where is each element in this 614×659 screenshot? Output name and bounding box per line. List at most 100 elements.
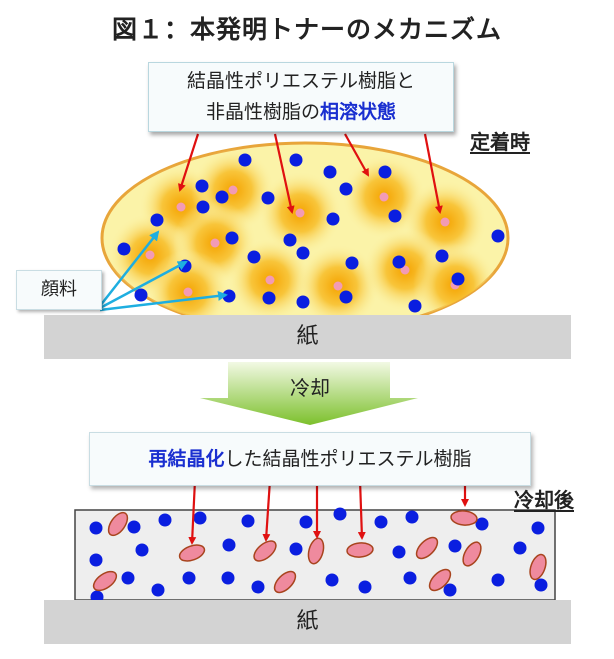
pigment-dot (388, 209, 402, 223)
pigment-dot (262, 291, 276, 305)
arrows-to-recrystallized (188, 479, 469, 545)
pigment-dot (182, 571, 196, 585)
pigment-dot (195, 179, 209, 193)
figure-title: 図１：本発明トナーのメカニズム (111, 15, 502, 44)
recrystallized-domain (273, 570, 297, 594)
dissolved-crystal-center (265, 275, 275, 285)
pigment-arrow (99, 290, 228, 312)
pigment-dot (151, 583, 165, 597)
pigment-dot (289, 153, 303, 167)
dissolved-crystal-center (228, 185, 238, 195)
recrystallized-domain (346, 542, 374, 558)
recrystallized-domain (462, 541, 482, 567)
paper-label-top: 紙 (44, 315, 571, 359)
pigment-dot (403, 571, 417, 585)
pigment-dot (435, 249, 449, 263)
pigment-dot (221, 571, 235, 585)
pigment-dot (238, 153, 252, 167)
pigment-dot (193, 511, 207, 525)
pigment-dot (443, 583, 457, 597)
callout-line-2: 非晶性樹脂の相溶状態 (149, 97, 453, 128)
callout-line-2-emphasis: 相溶状態 (320, 101, 397, 123)
recrystallized-domain (107, 511, 129, 537)
pigment-dot (448, 539, 462, 553)
recrystallized-domain (178, 544, 206, 562)
pigment-dot (333, 507, 347, 521)
pigment-dot (251, 580, 265, 594)
pigment-dot (323, 165, 337, 179)
recrystallized-domain (415, 536, 439, 560)
pigment-dot (261, 191, 275, 205)
pigment-arrow (99, 230, 160, 307)
pigment-dot (283, 233, 297, 247)
pigment-dot (339, 290, 353, 304)
pigment-dot (89, 521, 103, 535)
pigment-dot (296, 295, 310, 309)
recrystallized-domain (450, 510, 478, 526)
pigment-dot (150, 213, 164, 227)
callout-line-2-plain: 非晶性樹脂の (205, 101, 320, 123)
recrystallized-domain (253, 540, 277, 562)
pigment-dot (299, 515, 313, 529)
pigment-dot (222, 538, 236, 552)
molten-toner (100, 141, 510, 335)
pigment-dot (534, 578, 548, 592)
red-arrow (188, 479, 197, 545)
pigment-dot (247, 250, 261, 264)
recrystallized-domain (428, 568, 452, 592)
label-fixing-time: 定着時 (470, 130, 530, 154)
pigment-dot (127, 520, 141, 534)
recrystallized-domain (529, 553, 547, 581)
pigment-dot (326, 212, 340, 226)
pigment-dot (325, 573, 339, 587)
pigment-dot (392, 545, 406, 559)
arrows-to-pigment (99, 230, 228, 312)
dissolved-crystal-center (183, 287, 193, 297)
red-arrow (273, 133, 295, 214)
paper-label-bottom: 紙 (44, 600, 571, 644)
pigment-dot (339, 182, 353, 196)
pigment-dot (225, 231, 239, 245)
red-arrow (423, 133, 443, 214)
pigment-dot (289, 542, 303, 556)
pigment-dot (158, 513, 172, 527)
pigment-dot (475, 517, 489, 531)
pigment-dot (345, 256, 359, 270)
dissolved-crystal-centers (145, 185, 460, 297)
pigment-arrow (99, 260, 188, 310)
dissolved-crystal-center (333, 281, 343, 291)
pigment-dot (491, 229, 505, 243)
red-arrow (344, 133, 369, 177)
red-arrow (357, 479, 366, 540)
callout-recrystallized-emphasis: 再結晶化 (148, 448, 225, 470)
dissolved-crystal-center (176, 202, 186, 212)
cooling-arrow-shape (200, 362, 418, 425)
callout-recrystallized-plain: した結晶性ポリエステル樹脂 (224, 448, 472, 470)
pigment-dot (392, 255, 406, 269)
dissolved-crystal-center (400, 265, 410, 275)
pigment-dot (196, 200, 210, 214)
pigment-dot (513, 541, 527, 555)
dissolved-crystal-center (145, 250, 155, 260)
pigment-dot (121, 571, 135, 585)
red-arrow (178, 133, 200, 192)
pigment-dot (491, 573, 505, 587)
pigment-dot (241, 514, 255, 528)
label-after-cooling: 冷却後 (514, 488, 574, 512)
callout-compatible-state: 結晶性ポリエステル樹脂と 非晶性樹脂の相溶状態 (148, 62, 454, 132)
pigment-dot (296, 246, 310, 260)
pigment-dot (358, 580, 372, 594)
pigment-dot (451, 272, 465, 286)
dissolved-crystal-center (440, 217, 450, 227)
dissolved-crystal-center (379, 192, 389, 202)
cooling-arrow (200, 362, 418, 425)
pigment-dot (117, 242, 131, 256)
callout-recrystallized: 再結晶化した結晶性ポリエステル樹脂 (89, 432, 531, 486)
recrystallized-polyester (92, 510, 547, 594)
callout-line-1: 結晶性ポリエステル樹脂と (186, 70, 415, 92)
arrows-to-dissolved-domains (178, 133, 443, 214)
recrystallized-domain (92, 570, 118, 592)
pigment-dot (89, 553, 103, 567)
dissolved-crystal-center (210, 238, 220, 248)
